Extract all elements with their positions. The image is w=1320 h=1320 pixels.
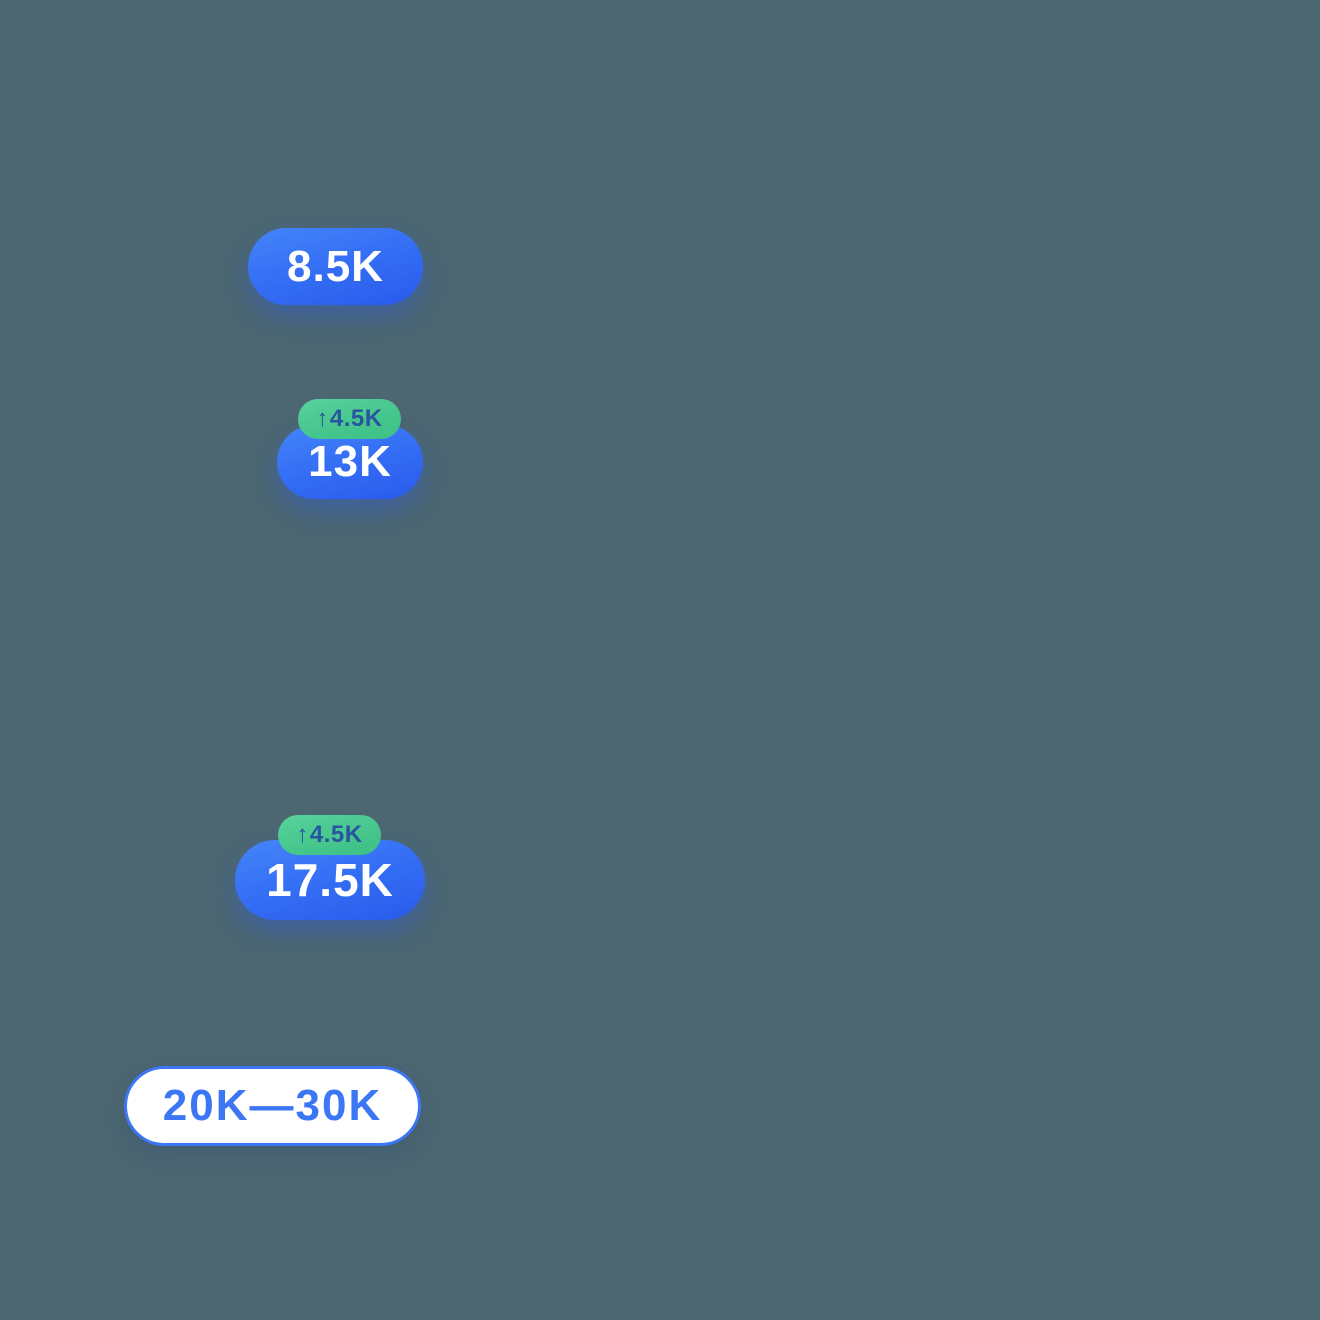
value-pill-group-17-5k: ↑ 4.5K 17.5K — [235, 815, 425, 920]
value-pill-group-13k: ↑ 4.5K 13K — [277, 399, 423, 499]
up-arrow-icon: ↑ — [316, 405, 329, 432]
delta-label: 4.5K — [329, 405, 383, 432]
delta-label: 4.5K — [309, 821, 363, 848]
range-label: 20K—30K — [162, 1081, 383, 1130]
up-arrow-icon: ↑ — [296, 821, 309, 848]
delta-badge: ↑ 4.5K — [278, 815, 381, 855]
value-pill-17-5k[interactable]: 17.5K — [235, 840, 425, 920]
value-label: 13K — [308, 437, 392, 486]
range-pill-20k-30k[interactable]: 20K—30K — [124, 1066, 421, 1146]
delta-badge: ↑ 4.5K — [298, 399, 401, 439]
value-pill-8-5k[interactable]: 8.5K — [248, 228, 423, 305]
value-label: 17.5K — [266, 854, 394, 906]
value-label: 8.5K — [287, 241, 384, 291]
